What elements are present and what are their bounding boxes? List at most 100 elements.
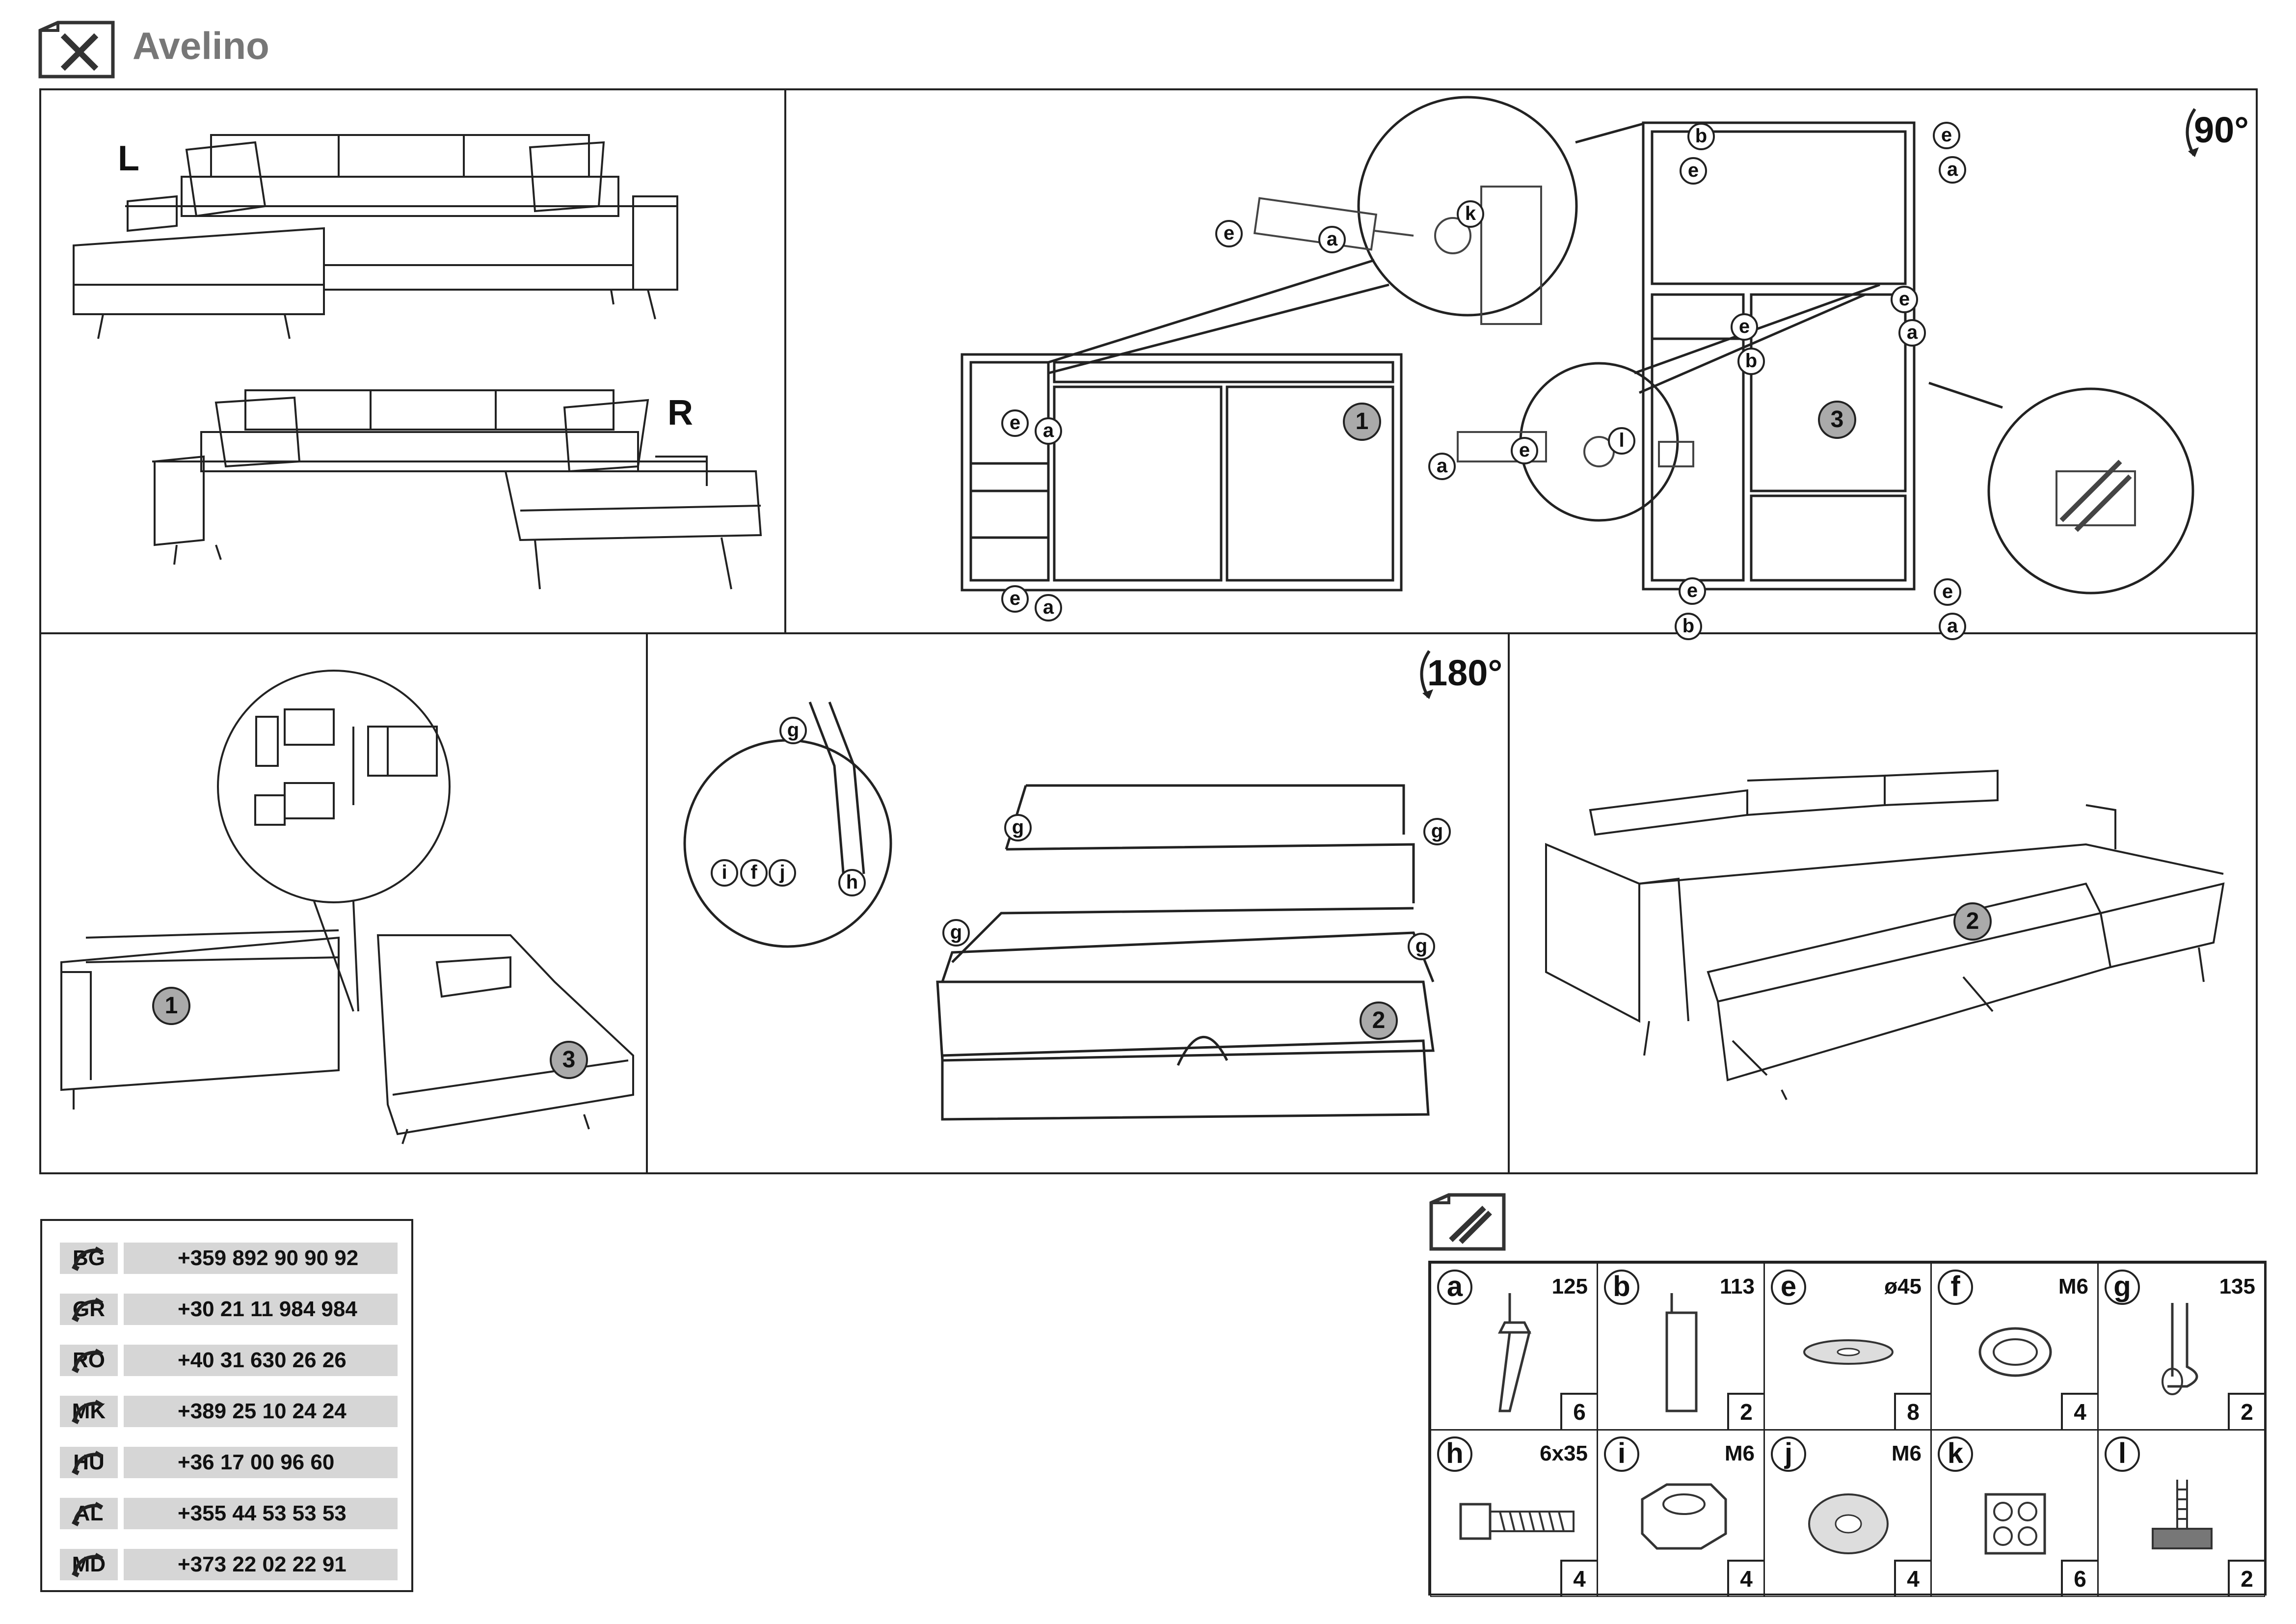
callout-label: e: [1001, 585, 1029, 613]
country-code: MK: [60, 1396, 118, 1427]
handle-callout: g: [1004, 814, 1032, 841]
part-3-badge: 3: [1818, 401, 1856, 439]
flat-washer-icon: [1808, 1493, 1889, 1554]
callout-label: b: [1675, 613, 1702, 640]
rotation-180-label: 180°: [1427, 652, 1503, 693]
part-letter: a: [1437, 1270, 1472, 1305]
spring-washer-icon: [1978, 1327, 2052, 1377]
callout-label: e: [1731, 313, 1758, 341]
handle-callout: g: [942, 919, 970, 947]
part-spec: ø45: [1884, 1274, 1922, 1299]
part-quantity: 2: [2228, 1393, 2264, 1429]
parts-tools-icon: [1429, 1193, 1506, 1251]
rotate-180-icon: [1420, 650, 1433, 699]
part-cell-g: g 135 2: [2098, 1263, 2265, 1430]
part-cell-a: a 125 6: [1430, 1263, 1598, 1430]
part-letter: i: [1604, 1436, 1639, 1472]
callout-label: e: [1511, 437, 1538, 464]
callout-label: e: [1679, 577, 1706, 605]
glide-pad-icon: [1984, 1493, 2046, 1555]
part-1-badge: 1: [1343, 403, 1381, 441]
part-letter: b: [1604, 1270, 1639, 1305]
part-quantity: 6: [2061, 1560, 2097, 1596]
callout-label: e: [1933, 122, 1960, 149]
phone-number: +359 892 90 90 92: [124, 1243, 398, 1274]
handle-callout: g: [1423, 818, 1451, 845]
phone-icon: [71, 1349, 104, 1374]
tools-icon: [38, 21, 115, 79]
callout-label: a: [1318, 226, 1346, 253]
part-letter: e: [1771, 1270, 1806, 1305]
handle-callout: f: [740, 859, 768, 887]
phone-number: +389 25 10 24 24: [124, 1396, 398, 1427]
part-cell-j: j M6 4: [1764, 1430, 1931, 1597]
callout-label: e: [1215, 220, 1243, 247]
part-spec: M6: [1724, 1441, 1755, 1465]
handle-callout: g: [779, 717, 807, 744]
handle-callout: j: [769, 859, 796, 887]
nut-icon: [1641, 1483, 1727, 1550]
part-letter: h: [1437, 1436, 1472, 1472]
part-letter: f: [1938, 1270, 1973, 1305]
part-letter: j: [1771, 1436, 1806, 1472]
callout-label: e: [1934, 578, 1961, 606]
part-quantity: 2: [1727, 1393, 1763, 1429]
part-spec: 125: [1551, 1274, 1588, 1299]
part-letter: g: [2105, 1270, 2140, 1305]
bed-mechanism-drawing: [1545, 769, 2225, 1100]
bolt-icon: [1459, 1503, 1575, 1540]
part-2-badge-bed: 2: [1953, 902, 1992, 941]
callout-label: a: [1898, 319, 1926, 347]
left-label: L: [118, 139, 139, 178]
rotate-90-icon: [2186, 108, 2199, 157]
right-label: R: [667, 393, 693, 433]
phone-icon: [71, 1246, 104, 1272]
connector-diagram: [60, 670, 634, 1144]
adjustable-foot-icon: [2152, 1480, 2213, 1549]
part-quantity: 6: [1560, 1393, 1597, 1429]
sofa-left-drawing: [73, 134, 762, 590]
part-spec: 135: [2219, 1274, 2255, 1299]
part-quantity: 4: [2061, 1393, 2097, 1429]
part-quantity: 4: [1727, 1560, 1763, 1596]
part-quantity: 4: [1560, 1560, 1597, 1596]
part-cell-i: i M6 4: [1597, 1430, 1764, 1597]
phone-number: +355 44 53 53 53: [124, 1498, 398, 1529]
phone-number: +373 22 02 22 91: [124, 1549, 398, 1580]
page-title: Avelino: [133, 24, 269, 67]
rotation-90-label: 90°: [2194, 109, 2249, 150]
phone-icon: [71, 1451, 104, 1476]
handle-callout: g: [1408, 933, 1435, 960]
part-2-badge-handles: 2: [1360, 1001, 1398, 1040]
phone-icon: [71, 1298, 104, 1323]
phone-icon: [71, 1502, 104, 1527]
part-letter: k: [1938, 1436, 1973, 1472]
callout-label: e: [1680, 157, 1707, 185]
callout-label: a: [1939, 613, 1966, 640]
callout-label: b: [1737, 348, 1765, 375]
phone-icon: [71, 1400, 104, 1425]
washer-icon: [1803, 1339, 1894, 1365]
part-spec: 6x35: [1540, 1441, 1588, 1465]
part-cell-h: h 6x35 4: [1430, 1430, 1598, 1597]
callout-label: e: [1891, 286, 1918, 313]
callout-label: k: [1457, 200, 1484, 228]
callout-label: e: [1001, 409, 1029, 437]
panel-bed-mechanism: [1508, 632, 2258, 1174]
callout-label: l: [1608, 427, 1635, 455]
callout-label: a: [1035, 417, 1062, 445]
phone-icon: [71, 1553, 104, 1578]
phone-number: +40 31 630 26 26: [124, 1345, 398, 1376]
part-3-badge-connect: 3: [550, 1041, 588, 1079]
callout-label: a: [1939, 156, 1966, 184]
part-spec: M6: [1891, 1441, 1922, 1465]
part-quantity: 4: [1894, 1560, 1930, 1596]
phone-number: +30 21 11 984 984: [124, 1294, 398, 1325]
part-spec: M6: [2058, 1274, 2088, 1299]
